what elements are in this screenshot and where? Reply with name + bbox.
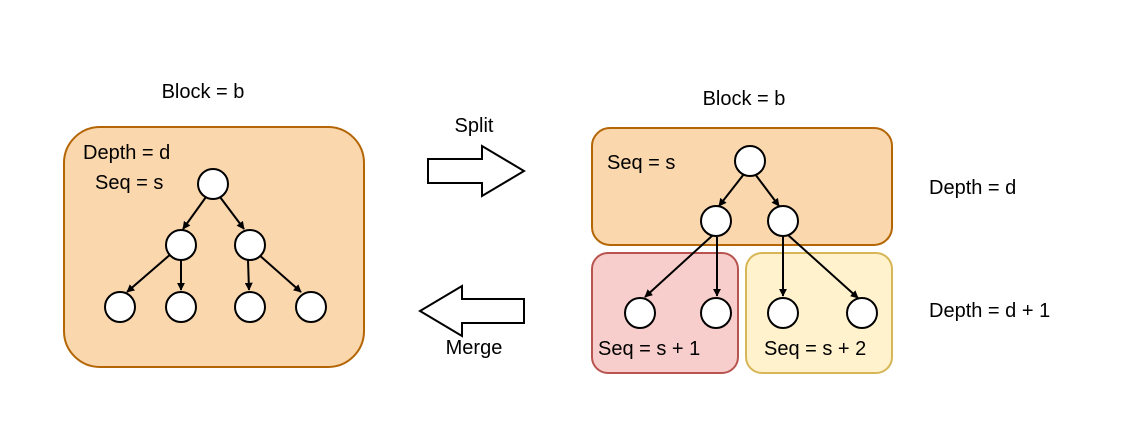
left-block-label: Block = b	[162, 81, 245, 103]
merge-label: Merge	[446, 337, 503, 359]
left-edge	[182, 196, 207, 230]
tree-node	[295, 291, 327, 323]
depth-d-label: Depth = d	[929, 177, 1016, 199]
right-left-sub-block	[591, 252, 739, 374]
left-tree-nodes	[104, 168, 327, 323]
tree-node	[165, 291, 197, 323]
right-edge	[787, 234, 859, 299]
tree-node	[104, 291, 136, 323]
left-block	[63, 126, 365, 368]
tree-node	[197, 168, 229, 200]
right-right-seq-label: Seq = s + 2	[764, 338, 866, 360]
tree-node	[767, 205, 799, 237]
right-tree-nodes	[624, 145, 878, 329]
left-edge	[244, 259, 253, 291]
right-edge	[644, 234, 714, 298]
right-edge	[718, 173, 745, 207]
tree-node	[234, 229, 266, 261]
tree-node	[767, 297, 799, 329]
split-arrow	[427, 144, 526, 198]
left-edge	[126, 252, 173, 293]
left-tree-edges	[126, 196, 302, 293]
tree-node	[624, 297, 656, 329]
right-block-label: Block = b	[703, 88, 786, 110]
right-top-seq-label: Seq = s	[607, 152, 675, 174]
depth-d1-label: Depth = d + 1	[929, 300, 1050, 322]
tree-node	[165, 229, 197, 261]
tree-node	[700, 297, 732, 329]
split-label: Split	[455, 115, 494, 137]
tree-node	[846, 297, 878, 329]
right-tree-edges	[644, 173, 859, 299]
tree-node	[734, 145, 766, 177]
left-edge	[219, 196, 245, 230]
right-left-seq-label: Seq = s + 1	[598, 338, 700, 360]
left-seq-label: Seq = s	[95, 172, 163, 194]
left-depth-label: Depth = d	[83, 142, 170, 164]
tree-node	[234, 291, 266, 323]
merge-arrow	[418, 284, 525, 338]
tree-node	[700, 205, 732, 237]
right-top-block	[591, 127, 893, 246]
right-edge	[754, 173, 780, 207]
left-edge	[257, 253, 302, 293]
